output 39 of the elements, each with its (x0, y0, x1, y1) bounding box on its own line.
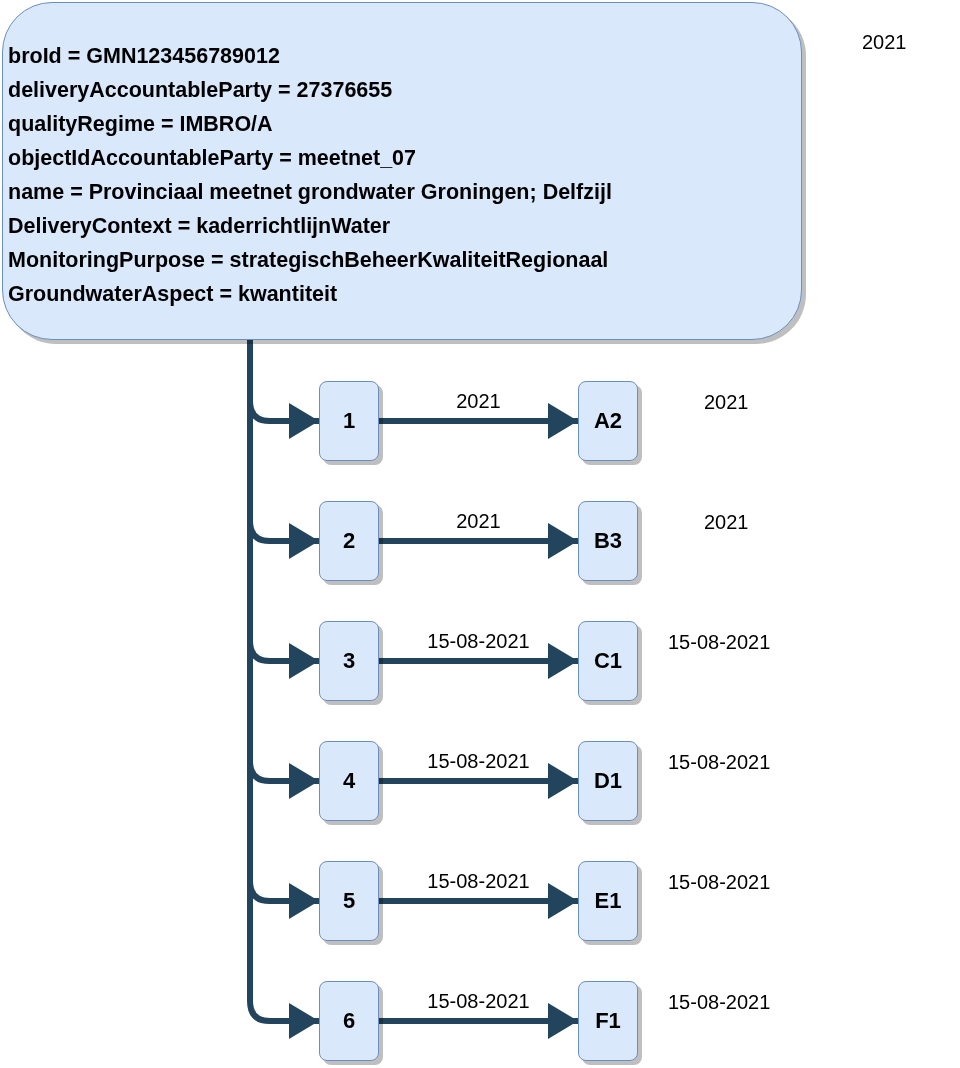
node-label: E1 (594, 888, 622, 914)
attribute-text: broId = GMN123456789012 (8, 43, 281, 70)
attribute-text: objectIdAccountableParty = meetnet_07 (8, 145, 418, 172)
process-box (578, 981, 638, 1061)
arrow (379, 883, 578, 919)
attribute-text: name = Provinciaal meetnet grondwater Groningen; Delfzijl (8, 179, 613, 206)
arrow (379, 403, 578, 439)
process-box (578, 741, 638, 821)
process-box (578, 621, 638, 701)
arrow (379, 643, 578, 679)
node-label: 1 (342, 408, 356, 434)
arrow (379, 1003, 578, 1039)
arrow (379, 763, 578, 799)
node-label: 6 (342, 1008, 356, 1034)
attribute-text: MonitoringPurpose = strategischBeheerKwaliteitRegionaal (8, 247, 610, 274)
node-label: 2 (342, 528, 356, 554)
attribute-text: DeliveryContext = kaderrichtlijnWater (8, 213, 392, 240)
attribute-text: GroundwaterAspect = kwantiteit (8, 281, 339, 308)
attribute-text: qualityRegime = IMBRO/A (8, 111, 274, 138)
node-label: D1 (593, 768, 623, 794)
attribute-text: deliveryAccountableParty = 27376655 (8, 77, 394, 104)
process-box (578, 381, 638, 461)
node-label: 3 (342, 648, 356, 674)
node-label: 5 (342, 888, 356, 914)
node-label: 4 (342, 768, 356, 794)
process-box (319, 381, 379, 461)
process-box (319, 741, 379, 821)
node-label: A2 (593, 408, 623, 434)
node-label: B3 (593, 528, 623, 554)
process-box (578, 861, 638, 941)
process-box (319, 501, 379, 581)
process-box (319, 621, 379, 701)
arrow (379, 523, 578, 559)
process-box (319, 861, 379, 941)
node-label: C1 (593, 648, 623, 674)
rounded-box (2, 2, 802, 340)
node-label: F1 (595, 1008, 621, 1034)
process-box (319, 981, 379, 1061)
process-box (578, 501, 638, 581)
